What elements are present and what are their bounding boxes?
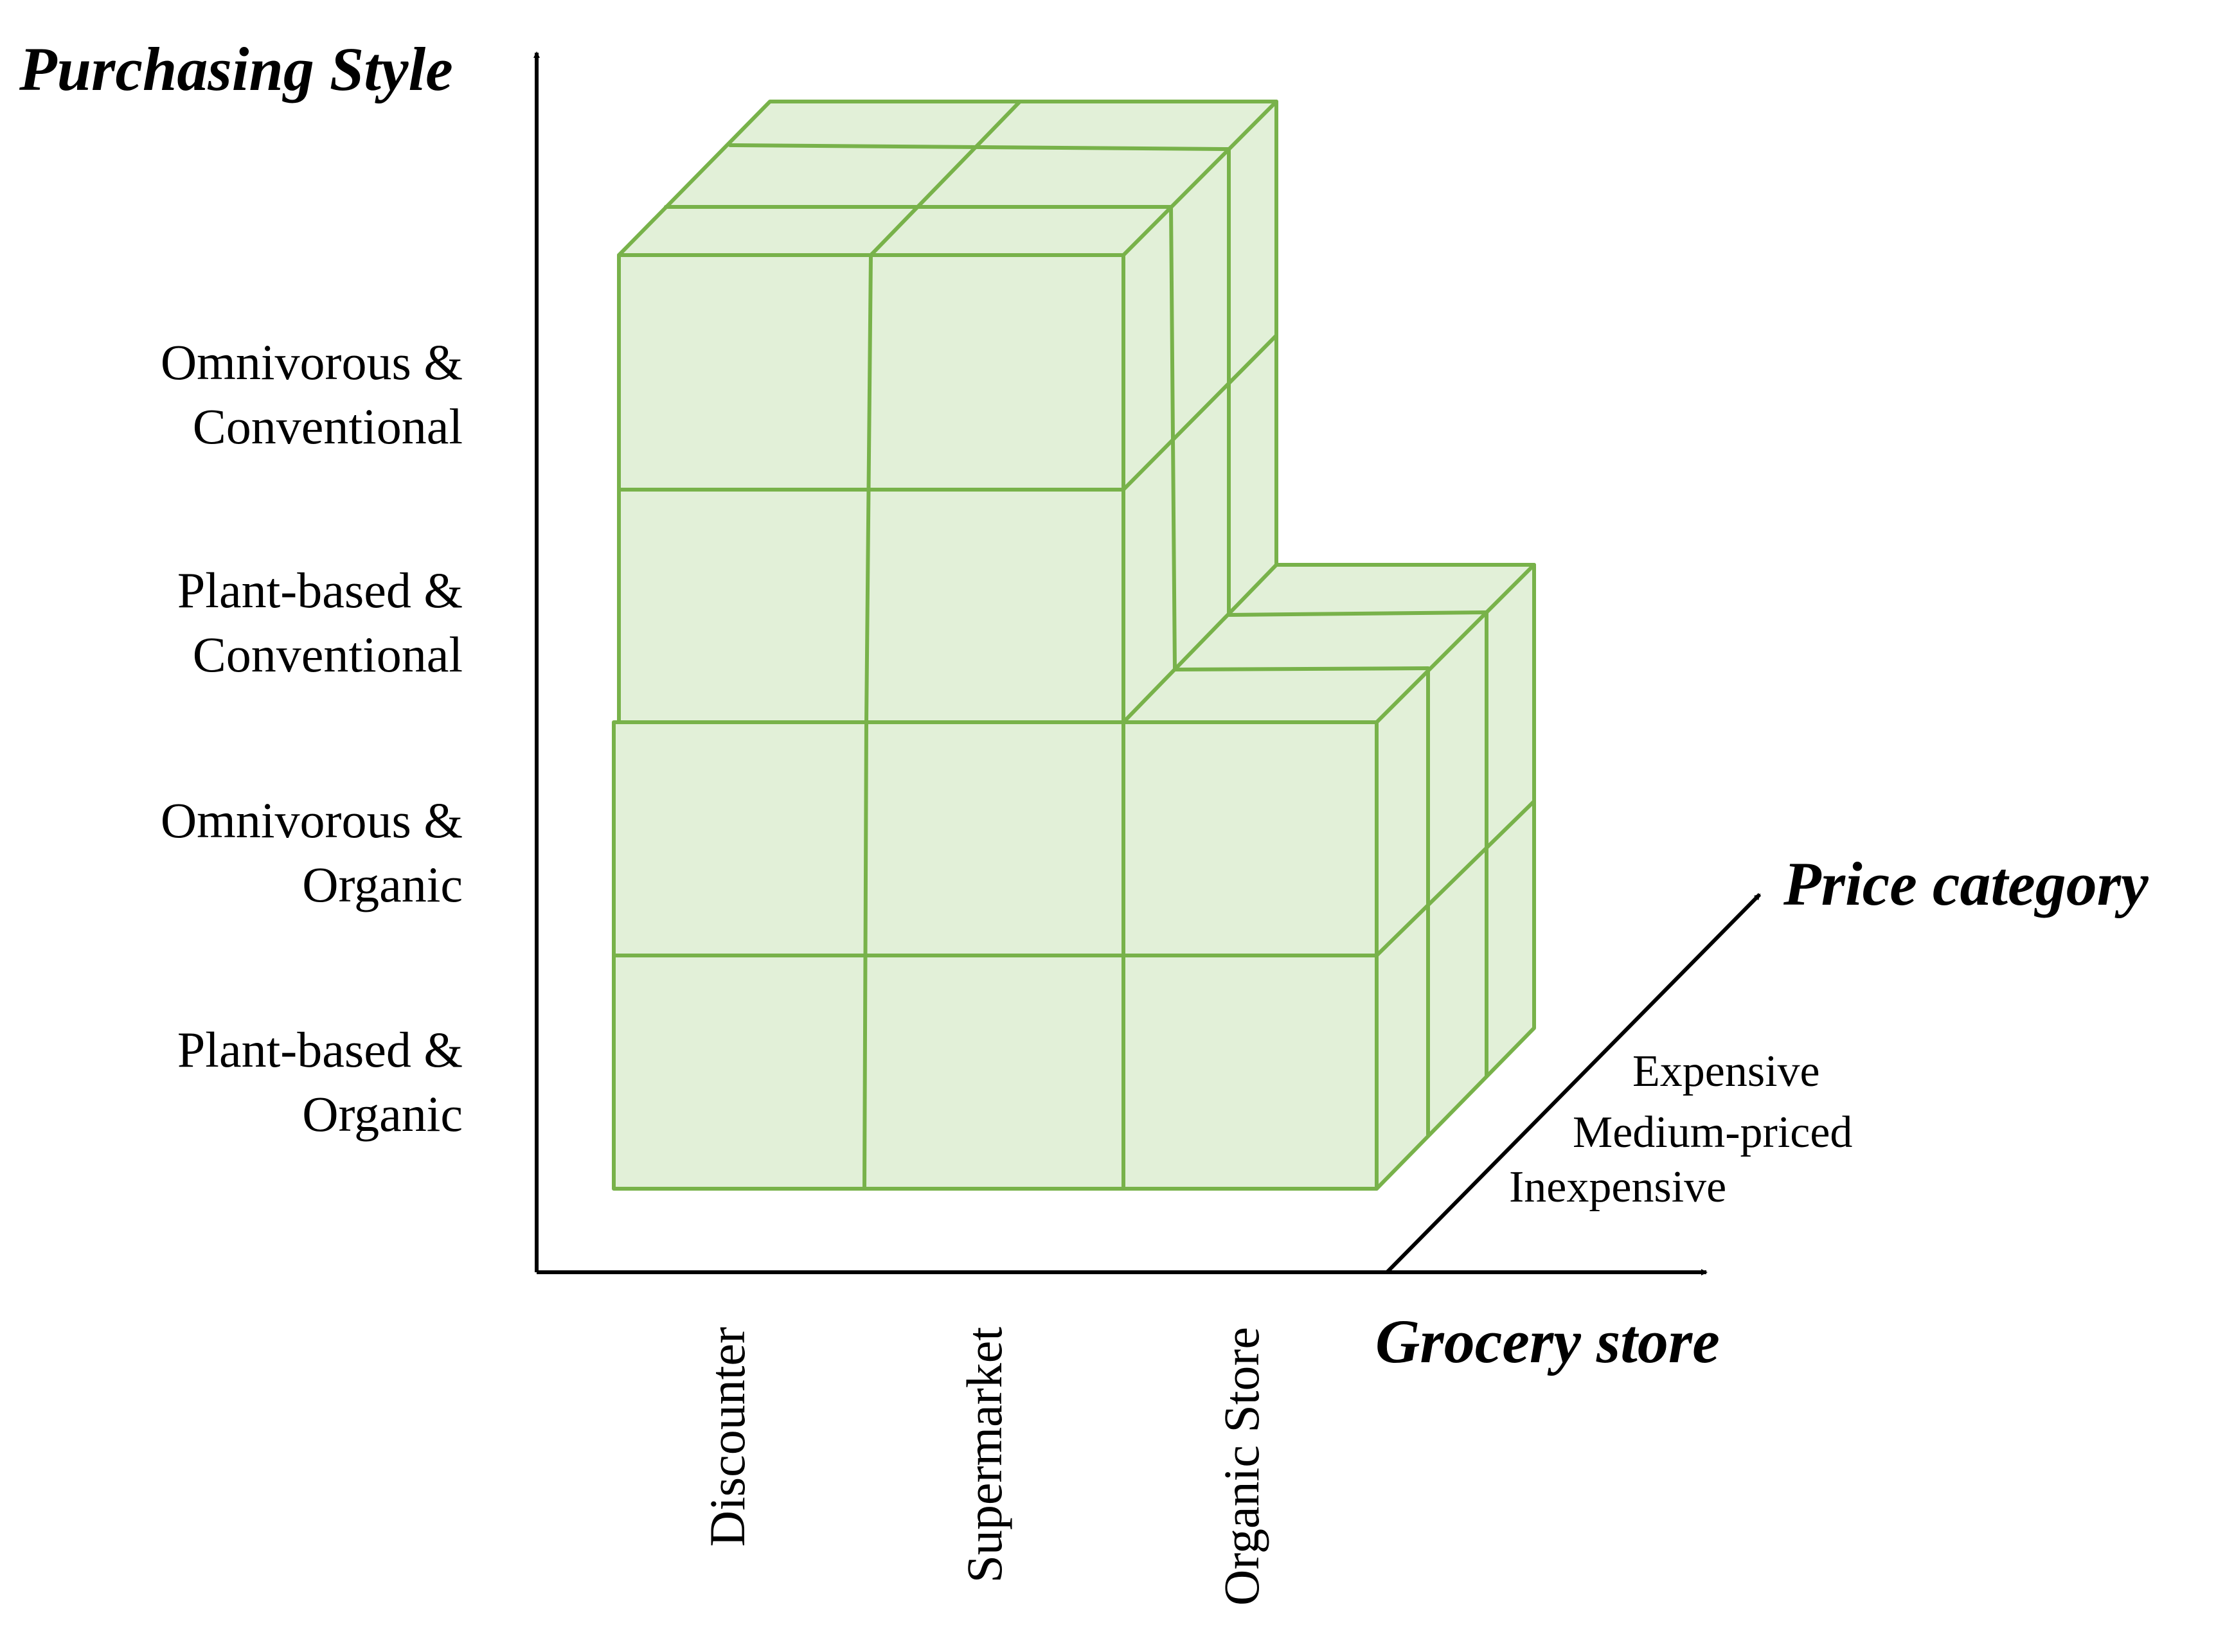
z-axis-line	[1385, 893, 1762, 1274]
purchasing-style-labels: Omnivorous & Conventional Plant-based & …	[161, 334, 463, 1142]
style-label-2-line1: Plant-based &	[177, 562, 463, 618]
lower-top-face	[1123, 565, 1534, 722]
z-axis-title: Price category	[1783, 849, 2149, 918]
store-label-supermarket: Supermarket	[956, 1327, 1012, 1583]
axes	[533, 51, 1762, 1275]
style-label-1-line2: Conventional	[193, 398, 463, 454]
style-label-1-line1: Omnivorous &	[161, 334, 463, 390]
price-label-medium-priced: Medium-priced	[1573, 1108, 1852, 1157]
price-label-inexpensive: Inexpensive	[1509, 1162, 1726, 1212]
y-axis-title: Purchasing Style	[19, 35, 453, 103]
style-label-3-line2: Organic	[302, 857, 463, 912]
grocery-store-labels: Discounter Supermarket Organic Store	[699, 1327, 1269, 1606]
cube-structure	[612, 100, 1536, 1191]
style-label-4-line1: Plant-based &	[177, 1022, 463, 1078]
style-label-4-line2: Organic	[302, 1086, 463, 1142]
price-category-labels: Expensive Medium-priced Inexpensive	[1509, 1047, 1852, 1212]
store-label-discounter: Discounter	[699, 1327, 755, 1547]
style-label-3-line1: Omnivorous &	[161, 792, 463, 848]
store-label-organic-store: Organic Store	[1213, 1327, 1269, 1606]
cube-edges	[612, 100, 1536, 1191]
x-axis-title: Grocery store	[1375, 1307, 1720, 1376]
style-label-2-line2: Conventional	[193, 626, 463, 682]
price-label-expensive: Expensive	[1632, 1047, 1820, 1096]
